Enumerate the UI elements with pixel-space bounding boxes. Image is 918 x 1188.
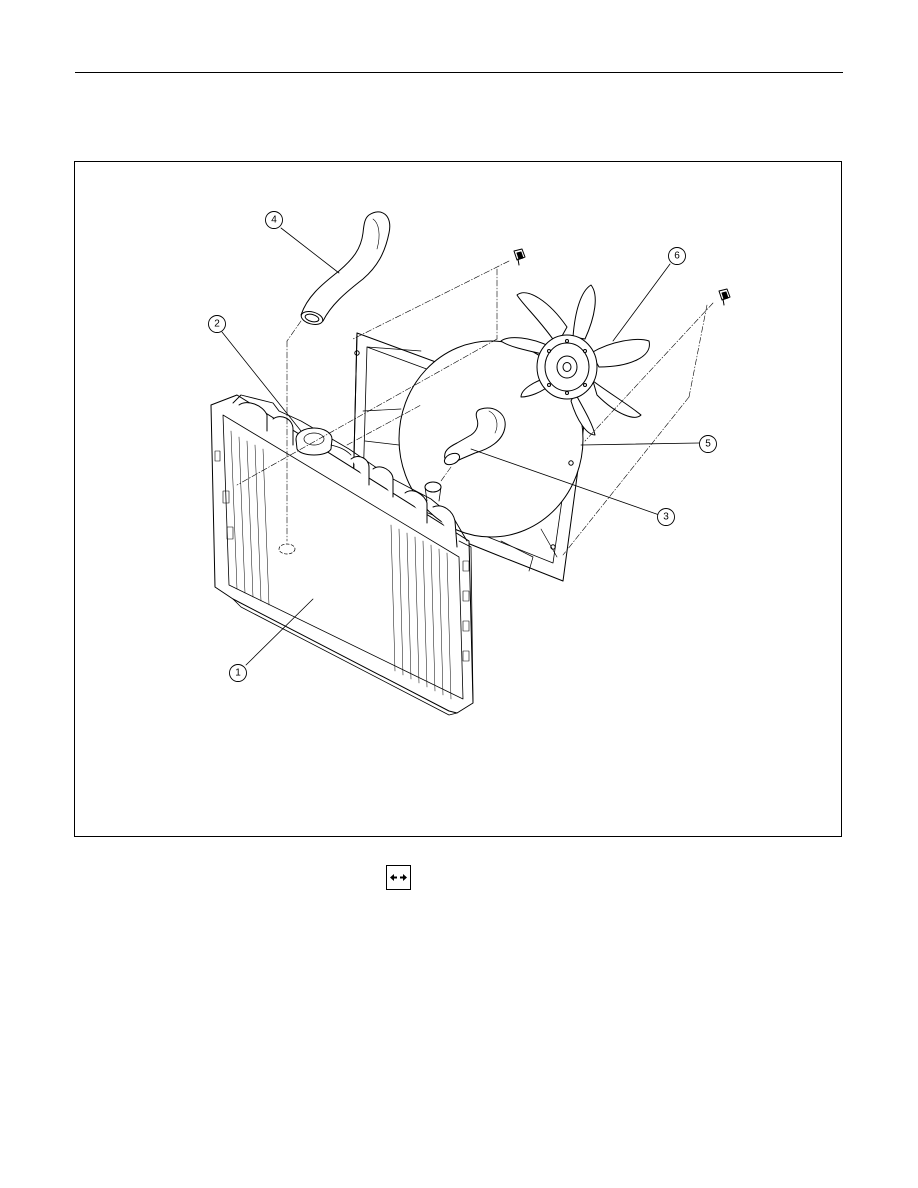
radiator-cap <box>295 427 352 456</box>
left-right-arrows-icon[interactable] <box>386 865 411 890</box>
callout-5: 5 <box>705 439 711 450</box>
exploded-view-figure: 1 2 3 4 5 6 <box>74 161 842 837</box>
shroud-bolt-right <box>718 288 731 306</box>
callout-leaders <box>221 227 700 666</box>
upper-hose <box>300 211 391 325</box>
callout-1: 1 <box>235 668 241 679</box>
radiator-fan-exploded-diagram: 1 2 3 4 5 6 <box>208 211 731 716</box>
callout-6: 6 <box>674 251 680 262</box>
callout-4: 4 <box>271 215 277 226</box>
callout-circles <box>208 211 717 682</box>
cooling-fan <box>500 284 650 436</box>
alignment-lines <box>236 260 714 556</box>
header-rule <box>75 72 843 73</box>
radiator <box>210 394 474 716</box>
callout-3: 3 <box>663 512 669 523</box>
left-right-arrows-glyph <box>390 874 407 881</box>
shroud-bolt-upper <box>513 248 526 266</box>
lower-hose <box>443 407 506 466</box>
callout-2: 2 <box>214 319 220 330</box>
